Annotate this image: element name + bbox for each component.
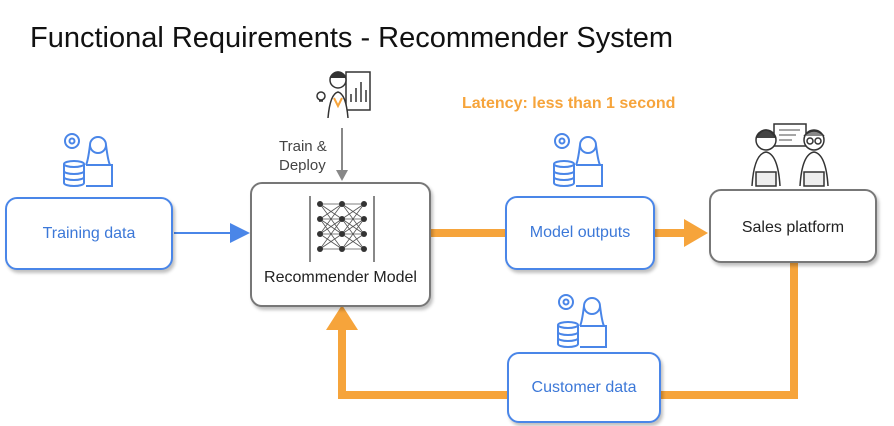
training-data-node: Training data: [5, 197, 173, 270]
arrow-outputs-to-sales-head: [684, 219, 708, 247]
arrow-train-deploy-head: [336, 170, 348, 181]
data-person-icon: [553, 133, 603, 187]
customer-data-label: Customer data: [531, 378, 637, 396]
recommender-model-node: Recommender Model: [250, 182, 431, 307]
model-outputs-node: Model outputs: [505, 196, 655, 270]
training-data-label: Training data: [42, 224, 136, 242]
sales-team-icon: [751, 123, 829, 187]
arrow-up-to-model-head: [326, 305, 358, 330]
arrow-sales-to-customer: [660, 391, 798, 399]
model-outputs-label: Model outputs: [529, 224, 631, 241]
recommender-model-label: Recommender Model: [264, 269, 417, 286]
train-deploy-line1: Train &: [279, 138, 327, 155]
arrow-sales-down: [790, 262, 798, 398]
arrow-up-to-model-shaft: [338, 326, 346, 399]
data-person-icon: [557, 294, 607, 348]
data-person-icon: [63, 133, 113, 187]
latency-note: Latency: less than 1 second: [462, 95, 676, 112]
arrow-model-to-outputs: [430, 229, 507, 237]
neural-network-icon: [309, 196, 375, 262]
train-deploy-line2: Deploy: [279, 157, 326, 174]
customer-data-node: Customer data: [507, 352, 661, 423]
sales-platform-node: Sales platform: [709, 189, 877, 263]
arrow-customer-left: [338, 391, 510, 399]
sales-platform-label: Sales platform: [741, 219, 845, 236]
data-scientist-icon: [316, 71, 371, 119]
train-deploy-label: Train & Deploy: [279, 137, 327, 175]
page-title: Functional Requirements - Recommender Sy…: [30, 22, 674, 54]
arrow-outputs-to-sales-shaft: [655, 229, 687, 237]
